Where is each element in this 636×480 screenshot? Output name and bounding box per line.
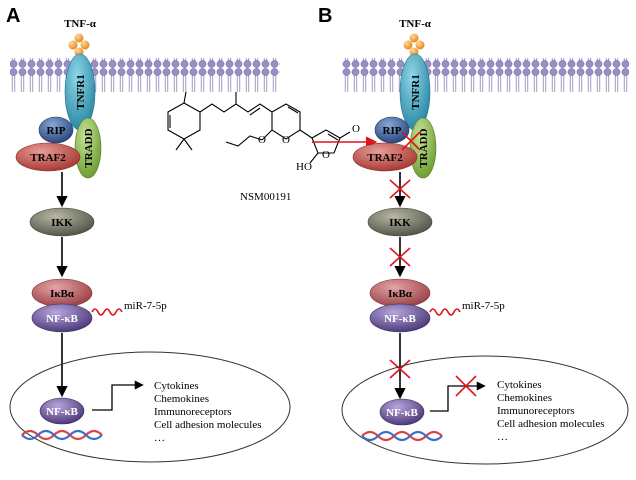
rip-label-a: RIP [47,125,66,137]
rip-node-b [374,116,410,144]
svg-text:O: O [258,134,266,146]
ikba-label-a: IκBα [50,288,75,300]
target-gene-a-5: … [154,432,165,444]
inhibit-cross-nucleus [389,359,411,379]
target-gene-b-3: Immunoreceptors [497,405,575,417]
mirna-label-b: miR-7-5p [462,300,505,312]
cell-membrane-b [342,58,629,92]
ikk-label-a: IKK [51,217,73,229]
inhibit-cross-transcription [455,375,477,397]
nucleus-b [341,355,629,465]
tradd-label-a: TRADD [83,128,95,167]
nfkb-nucleus-node-b [379,398,425,426]
target-gene-a-2: Chemokines [154,393,209,405]
nfkb-label-b: NF-κB [384,313,416,325]
inhibit-cross-ikba [389,247,411,267]
target-gene-a-1: Cytokines [154,380,199,392]
target-gene-a-3: Immunoreceptors [154,406,232,418]
cell-membrane-a [10,58,280,92]
inhibit-cross-traf2 [401,131,421,151]
traf2-node-a [15,142,81,172]
rip-label-b: RIP [383,125,402,137]
transcription-arrow-b [430,381,486,412]
panel-b-letter: B [318,5,332,27]
tnfr1-label-b: TNFR1 [410,74,422,109]
tnfa-ligand-a [68,33,90,57]
traf2-node-b [352,142,418,172]
nucleus-a [9,351,291,463]
tradd-adaptor-a [74,117,102,179]
mirna-label-a: miR-7-5p [124,300,167,312]
inhibit-cross-ikk [389,179,411,199]
target-gene-b-2: Chemokines [497,392,552,404]
mirna-squiggle-b [429,308,461,316]
compound-name: NSM00191 [240,191,291,203]
nfkb-nucleus-node-a [39,397,85,425]
nfkb-label-a: NF-κB [46,313,78,325]
dna-helix-a [21,429,103,441]
svg-text:O: O [282,134,290,146]
target-gene-a-4: Cell adhesion molecules [154,419,262,431]
tnfa-label-b: TNF-α [399,18,432,30]
svg-text:O: O [352,123,360,135]
panel-a: A TNF-α TNFR1 TRADD RIP TRAF2 IKK IκBα N… [6,5,291,463]
compound-structure [167,91,351,164]
nfkb-node-b [369,303,431,333]
svg-text:O: O [322,149,330,161]
ikk-label-b: IKK [389,217,411,229]
compound-atom-labels: O O O O HO [258,123,360,173]
traf2-label-b: TRAF2 [367,152,403,164]
panel-b: B TNF-α TNFR1 TRADD RIP TRAF2 IKK [318,5,629,465]
nfkb-node-a [31,303,93,333]
nfkb-nucleus-label-b: NF-κB [386,407,418,419]
dna-helix-b [361,430,443,442]
tnfa-ligand-b [403,33,425,57]
ikk-node-a [29,207,95,237]
target-gene-b-4: Cell adhesion molecules [497,418,605,430]
hydroxyl-label: HO [296,161,312,173]
target-gene-b-1: Cytokines [497,379,542,391]
tradd-label-b: TRADD [418,128,430,167]
transcription-arrow-a [92,380,144,411]
nfkb-nucleus-label-a: NF-κB [46,406,78,418]
traf2-label-a: TRAF2 [30,152,66,164]
rip-node-a [38,116,74,144]
mirna-squiggle-a [91,308,123,316]
target-gene-b-5: … [497,431,508,443]
panel-a-letter: A [6,5,20,27]
tnfa-label-a: TNF-α [64,18,97,30]
ikk-node-b [367,207,433,237]
tnfr1-label-a: TNFR1 [75,74,87,109]
ikba-label-b: IκBα [388,288,413,300]
